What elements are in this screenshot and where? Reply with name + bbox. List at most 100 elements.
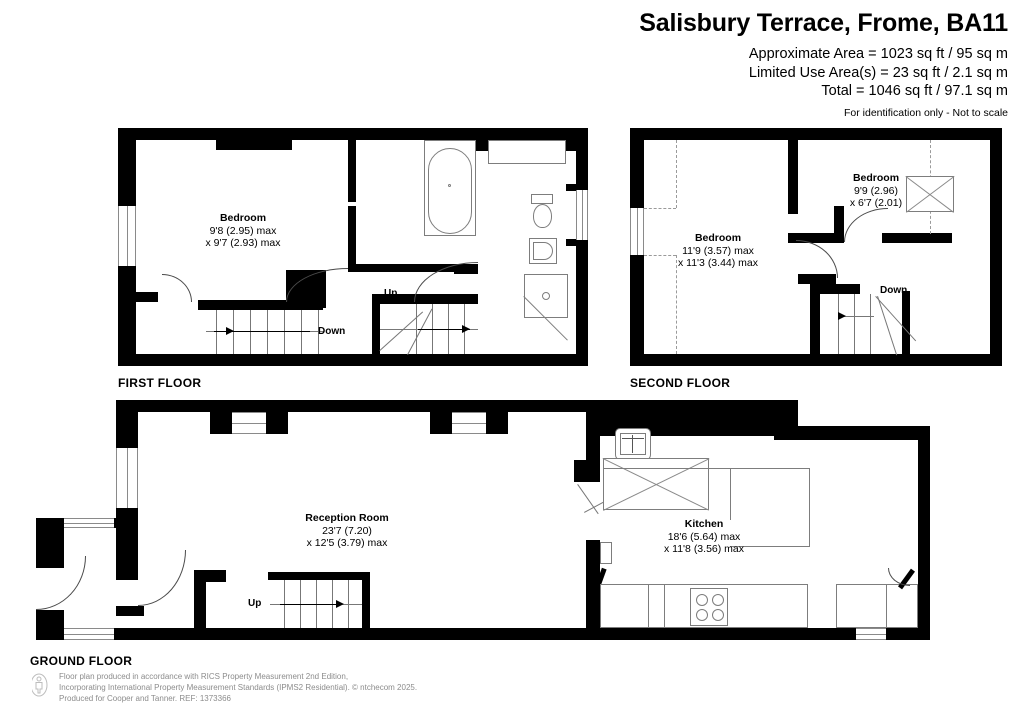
wall-left-lower [118,266,136,366]
door-swing-front-inner [138,550,186,606]
chimney-breast-top [216,140,292,150]
room-name: Kitchen [684,518,724,530]
eaves-line-left-horizontal [644,208,676,209]
floor-label-second: SECOND FLOOR [630,376,731,390]
stair-tread [838,294,839,354]
shower-drain [542,292,550,300]
partition-reception-kitchen-lower [586,540,600,628]
window-porch-top [64,518,114,528]
partition-bedroom-small-south [788,233,844,243]
hob-burner-1 [696,594,708,606]
stair-tread [284,310,285,354]
wall-left-upper [118,128,136,206]
footer-line-3: Produced for Cooper and Tanner. REF: 137… [59,694,231,704]
window-recess-left-a [210,412,232,434]
footer-disclaimer: Floor plan produced in accordance with R… [59,671,417,705]
room-label-bedroom-small: Bedroom 9'9 (2.96) x 6'7 (2.01) [812,172,940,210]
stairwell-wall-top [810,284,860,294]
room-dimension-1: 9'9 (2.96) [853,184,899,197]
footer: Floor plan produced in accordance with R… [30,671,502,705]
wall-top-main [116,400,634,412]
room-name: Bedroom [694,232,742,244]
window-first-floor-right [576,190,588,240]
stair-tread [416,304,417,354]
eaves-line-left-lower [676,255,677,354]
window-recess-right-b [486,412,508,434]
stair-down-arrow-head [226,327,234,335]
wall-top-kitchen-upper [774,426,930,440]
room-name: Bedroom [852,172,900,184]
sink-tap [632,435,633,453]
toilet-bowl [533,204,552,228]
limited-use-area-text: Limited Use Area(s) = 23 sq ft / 2.1 sq … [748,64,1008,81]
room-label-bedroom-large: Bedroom 11'9 (3.57) max x 11'3 (3.44) ma… [640,232,796,270]
kitchen-worktop-right [809,468,810,546]
door-stub-bedroom-large [798,274,836,284]
wall-top [118,128,436,140]
ground-floor-plan: Up Reception Room 23'7 (7.20) x 12'5 (3.… [30,400,930,640]
partition-reception-kitchen-jamb [574,460,600,482]
stair-label-down: Down [880,285,908,296]
partition-hall-reception-head [194,570,226,582]
window-kitchen-bottom [856,628,886,640]
wall-bottom [118,354,588,366]
window-second-floor-left [630,208,644,255]
eaves-line-left-horizontal-lower [644,255,676,256]
stair-down-arrow-shaft [214,331,310,332]
person-badge-icon [30,672,52,703]
window-first-floor-left [118,206,136,266]
stairwell-wall-left [810,284,820,354]
stairwell-wall-left [372,304,380,354]
room-dimension-1: 18'6 (5.64) max [667,530,741,543]
kitchen-door-leaf-b [584,501,604,513]
bedroom-south-wall [198,300,323,310]
window-reveal-right-top [566,184,576,191]
room-label-bedroom-first: Bedroom 9'8 (2.95) max x 9'7 (2.93) max [178,212,308,250]
wall-bottom [630,354,1002,366]
stair-up-arrow-shaft [280,604,342,605]
stair-label-down: Down [318,326,346,337]
window-recess-left-b [266,412,288,434]
wall-hall-left-lower [116,508,138,550]
stair-down-arrow-head [838,312,846,320]
wall-bottom-main [116,628,930,640]
room-name: Bedroom [219,212,267,224]
toilet-cistern [531,194,553,204]
hob-burner-4 [712,609,724,621]
partition-reception-kitchen-upper [586,412,600,474]
door-swing-front-outer [36,556,86,610]
partition-landing-top [348,264,466,272]
kitchen-unit-divider-a [648,584,649,628]
partition-hall-reception [194,570,206,640]
porch-threshold-stub [116,606,144,616]
stair-tread [854,294,855,354]
room-dimension-2: x 9'7 (2.93) max [205,237,281,249]
room-dimension-2: x 12'5 (3.79) max [306,537,388,549]
door-swing-bedroom-entry [162,274,192,302]
wall-left-lower [630,255,644,366]
kitchen-door-frame [600,542,612,564]
kitchen-unit-divider-b [664,584,665,628]
partition-bedroom-bathroom-upper [348,140,356,202]
room-name: Reception Room [305,512,389,524]
floor-label-ground: GROUND FLOOR [30,654,133,668]
staircase-down [206,310,324,354]
window-ground-top-left [232,412,266,434]
door-stub-bedroom-large-upper [820,233,844,243]
door-swing-bedroom-large [796,240,838,278]
partition-bedroom-small-east [882,233,952,243]
stair-tread [216,310,217,354]
wall-right [990,128,1002,366]
bathtub-drain [448,184,451,187]
stair-tread [348,580,349,628]
stair-tread [318,310,319,354]
second-floor-plan: Down Bedroom 11'9 (3.57) max x 11'3 (3.4… [630,128,1002,366]
kitchen-worktop-inner [730,468,731,520]
window-hall-left [116,448,138,508]
window-reveal-right-bottom [566,239,576,246]
room-dimension-2: x 11'3 (3.44) max [677,257,758,269]
stairwell-wall-right [902,291,910,354]
stair-up-arrow-head [336,600,344,608]
stair-label-up: Up [248,598,262,609]
